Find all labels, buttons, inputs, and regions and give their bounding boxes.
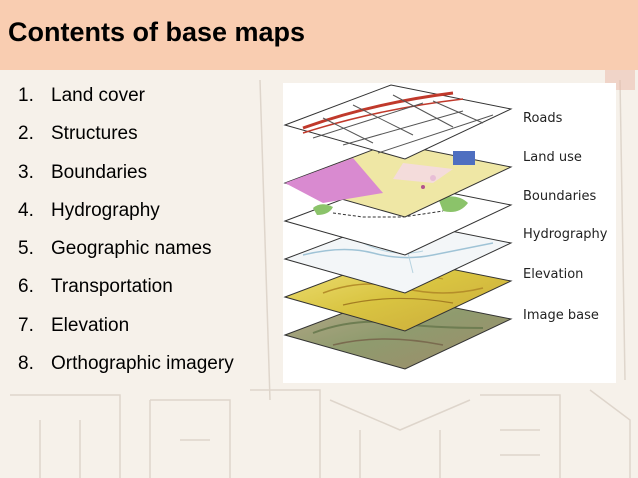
list-item-label: Orthographic imagery	[51, 353, 234, 375]
list-item-number: 4.	[18, 199, 34, 221]
base-map-layers-figure: Roads Land use Boundaries Hydrography El…	[283, 83, 616, 383]
roads-layer	[283, 84, 513, 160]
list-item-label: Hydrography	[51, 199, 160, 221]
list-item: 8. Orthographic imagery	[18, 352, 234, 390]
list-item: 2. Structures	[18, 122, 234, 160]
list-item: 7. Elevation	[18, 314, 234, 352]
layer-label-image-base: Image base	[523, 308, 599, 323]
title-bar: Contents of base maps	[0, 0, 638, 70]
layer-label-hydrography: Hydrography	[523, 227, 608, 242]
layer-label-elevation: Elevation	[523, 267, 584, 282]
list-item-number: 8.	[18, 353, 34, 375]
slide-title: Contents of base maps	[8, 17, 306, 47]
list-item-number: 7.	[18, 314, 34, 336]
list-item-label: Structures	[51, 123, 138, 145]
list-item-label: Transportation	[51, 276, 173, 298]
list-item-label: Geographic names	[51, 238, 212, 260]
land-use-layer	[283, 142, 513, 218]
list-item-number: 6.	[18, 276, 34, 298]
list-item-number: 2.	[18, 123, 34, 145]
list-item: 3. Boundaries	[18, 161, 234, 199]
list-item-label: Boundaries	[51, 161, 148, 183]
list-item: 1. Land cover	[18, 84, 234, 122]
layer-label-roads: Roads	[523, 111, 563, 126]
layer-stack-illustration	[283, 84, 513, 370]
list-item-label: Elevation	[51, 314, 130, 336]
list-item-number: 3.	[18, 161, 34, 183]
list-item-number: 5.	[18, 238, 34, 260]
list-item-label: Land cover	[51, 85, 146, 106]
base-map-contents-list: 1. Land cover 2. Structures 3. Boundaries 4…	[18, 84, 234, 390]
layer-label-boundaries: Boundaries	[523, 189, 597, 204]
layer-label-land-use: Land use	[523, 150, 582, 165]
list-item: 6. Transportation	[18, 275, 234, 313]
list-item: 5. Geographic names	[18, 237, 234, 275]
list-item: 4. Hydrography	[18, 199, 234, 237]
list-item-number: 1.	[18, 85, 34, 106]
